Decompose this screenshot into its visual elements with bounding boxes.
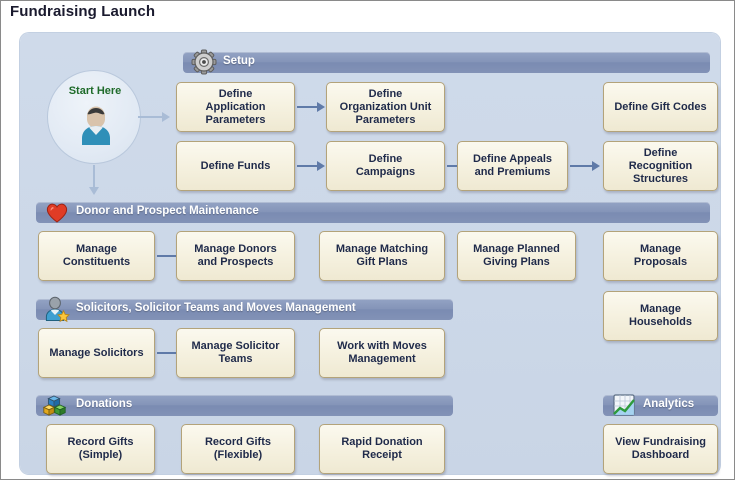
box-work-with-moves-management[interactable]: Work with Moves Management <box>319 328 445 378</box>
box-manage-constituents[interactable]: Manage Constituents <box>38 231 155 281</box>
box-manage-matching-gift-plans[interactable]: Manage Matching Gift Plans <box>319 231 445 281</box>
box-manage-solicitors[interactable]: Manage Solicitors <box>38 328 155 378</box>
box-define-organization-unit-parameters[interactable]: Define Organization Unit Parameters <box>326 82 445 132</box>
section-label-setup: Setup <box>223 55 255 67</box>
box-rapid-donation-receipt[interactable]: Rapid Donation Receipt <box>319 424 445 474</box>
box-define-recognition-structures[interactable]: Define Recognition Structures <box>603 141 718 191</box>
gear-icon <box>191 49 217 75</box>
box-view-fundraising-dashboard[interactable]: View Fundraising Dashboard <box>603 424 718 474</box>
box-define-application-parameters[interactable]: Define Application Parameters <box>176 82 295 132</box>
arrow-appeals-to-recognition <box>570 161 600 171</box>
box-manage-donors-and-prospects[interactable]: Manage Donors and Prospects <box>176 231 295 281</box>
arrow-funds-to-campaigns <box>297 161 325 171</box>
section-header-analytics: Analytics <box>603 394 718 416</box>
section-header-setup: Setup <box>183 49 710 75</box>
user-person-icon <box>82 106 110 145</box>
box-define-gift-codes[interactable]: Define Gift Codes <box>603 82 718 132</box>
box-record-gifts-flexible[interactable]: Record Gifts (Flexible) <box>181 424 295 474</box>
section-label-donor: Donor and Prospect Maintenance <box>76 205 259 217</box>
start-here-label: Start Here <box>68 85 122 97</box>
arrow-start-to-setup <box>138 112 170 122</box>
box-manage-planned-giving-plans[interactable]: Manage Planned Giving Plans <box>457 231 576 281</box>
page-title: Fundraising Launch <box>10 3 156 20</box>
arrow-app-params-to-org-unit <box>297 102 325 112</box>
box-define-campaigns[interactable]: Define Campaigns <box>326 141 445 191</box>
section-label-solicitors: Solicitors, Solicitor Teams and Moves Ma… <box>76 302 356 314</box>
section-label-analytics: Analytics <box>643 398 695 410</box>
person-star-icon <box>45 296 70 323</box>
section-label-donations: Donations <box>76 398 133 410</box>
box-manage-households[interactable]: Manage Households <box>603 291 718 341</box>
arrow-start-down <box>89 165 99 195</box>
box-manage-proposals[interactable]: Manage Proposals <box>603 231 718 281</box>
box-record-gifts-simple[interactable]: Record Gifts (Simple) <box>46 424 155 474</box>
heart-icon <box>46 203 68 223</box>
blocks-icon <box>42 395 67 416</box>
box-manage-solicitor-teams[interactable]: Manage Solicitor Teams <box>176 328 295 378</box>
diagram-canvas: Start Here <box>20 33 720 474</box>
section-header-solicitors: Solicitors, Solicitor Teams and Moves Ma… <box>36 296 453 323</box>
box-define-appeals-and-premiums[interactable]: Define Appeals and Premiums <box>457 141 568 191</box>
box-define-funds[interactable]: Define Funds <box>176 141 295 191</box>
section-header-donor: Donor and Prospect Maintenance <box>36 202 710 223</box>
section-header-donations: Donations <box>36 395 453 416</box>
chart-icon <box>613 394 635 416</box>
start-here-node[interactable]: Start Here <box>47 70 141 164</box>
